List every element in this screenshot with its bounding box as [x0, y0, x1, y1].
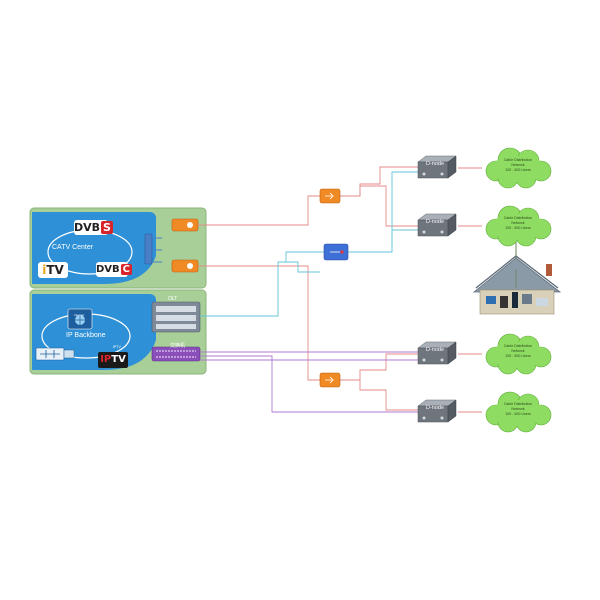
- modulator-icon: [171, 259, 199, 273]
- cloud-caption-line: Cable Distribution: [503, 402, 533, 406]
- cloud-caption-line: 100 - 500 Users: [505, 167, 531, 172]
- house-icon: [472, 255, 562, 315]
- iptv-logo: IPTV: [98, 352, 128, 368]
- itv-mark: i: [42, 263, 47, 277]
- cloud-caption-line: 100 - 500 Users: [505, 225, 531, 230]
- dnode-icon: [417, 341, 457, 365]
- link-red: [359, 380, 418, 411]
- optical-transmitter-icon: [319, 188, 341, 204]
- links: [198, 166, 517, 413]
- cloud-caption-line: Cable Distribution: [503, 344, 533, 348]
- cloud-icon: [485, 147, 552, 189]
- link-red: [338, 166, 418, 197]
- cloud-caption-line: Cable Distribution: [503, 216, 533, 220]
- link-red: [198, 265, 322, 381]
- switch-label: 交换机: [170, 343, 186, 349]
- olt-device-icon: [151, 301, 201, 333]
- switch-device-icon: [151, 346, 201, 362]
- link-cyan: [286, 261, 320, 273]
- cloud-caption-line: Network: [511, 220, 525, 225]
- catv-center-title: CATV Center: [52, 244, 94, 251]
- dnode-label: D-node: [426, 405, 445, 411]
- dnode-label: D-node: [426, 219, 445, 225]
- link-red: [198, 195, 322, 226]
- cloud-caption-line: Network: [511, 406, 525, 411]
- internet-router-icon: [67, 308, 93, 330]
- link-red: [338, 353, 418, 381]
- core-router-icon: [35, 347, 75, 361]
- dvb-c-text: DVB: [96, 264, 120, 275]
- optical-splitter-icon: [323, 243, 349, 261]
- iptv-text: TV: [111, 354, 126, 365]
- cloud-caption-line: Network: [511, 348, 525, 353]
- splitter-icon: [144, 233, 162, 265]
- link-purple: [200, 355, 418, 413]
- internet-label: Internet: [74, 313, 85, 317]
- olt-label: OLT: [168, 296, 178, 302]
- cloud-icon: [485, 333, 552, 375]
- cloud-caption-line: 100 - 500 Users: [505, 353, 531, 358]
- ip-backbone-title: IP Backbone: [66, 332, 106, 339]
- cloud-caption-line: Cable Distribution: [503, 158, 533, 162]
- dnode-icon: [417, 213, 457, 237]
- itv-logo: iTV: [38, 262, 68, 278]
- link-cyan: [346, 229, 418, 253]
- link-cyan: [200, 251, 326, 317]
- dnode-label: D-node: [426, 347, 445, 353]
- dnode-label: D-node: [426, 161, 445, 167]
- modulator-icon: [171, 218, 199, 232]
- link-cyan: [391, 171, 418, 252]
- cloud-caption-line: Network: [511, 162, 525, 167]
- optical-transmitter-icon: [319, 372, 341, 388]
- link-red: [359, 185, 418, 227]
- dnode-icon: [417, 155, 457, 179]
- dnode-icon: [417, 399, 457, 423]
- dvb-c-suffix: C: [120, 264, 133, 275]
- cloud-icon: [485, 205, 552, 247]
- dvb-s-text: DVB: [74, 221, 101, 234]
- dvb-s-suffix: S: [101, 221, 113, 234]
- iptv-small-label: IPTV: [113, 345, 121, 349]
- iptv-mark: IP: [100, 354, 112, 365]
- cloud-caption-line: 100 - 500 Users: [505, 411, 531, 416]
- itv-text: TV: [46, 263, 64, 277]
- cloud-icon: [485, 391, 552, 433]
